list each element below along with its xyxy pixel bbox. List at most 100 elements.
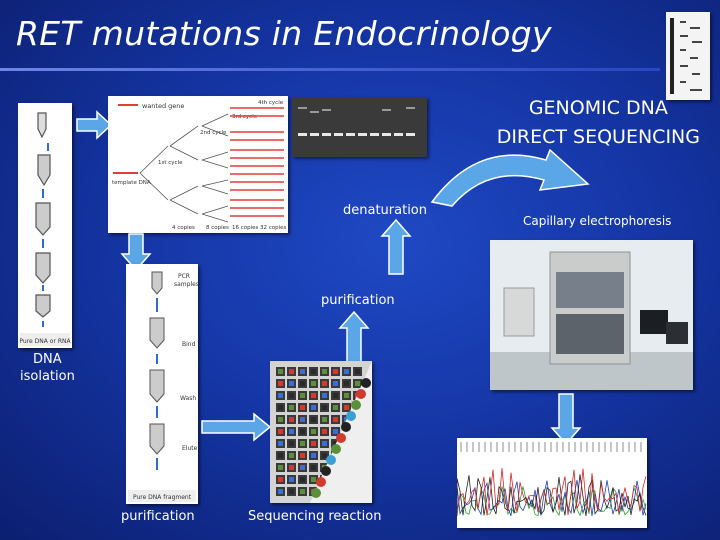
plate-well-base [322, 453, 327, 458]
plate-well-base [344, 405, 349, 410]
plate-well-base [300, 429, 305, 434]
plate-well-base [300, 489, 305, 494]
dna-isolation-caption: Pure DNA or RNA [19, 338, 71, 345]
plate-well-base [333, 393, 338, 398]
plate-well-base [289, 369, 294, 374]
plate-well-base [289, 477, 294, 482]
arrow-right-to-sequencing [200, 412, 272, 442]
plate-well-base [344, 369, 349, 374]
nucleotide-ball [356, 389, 366, 399]
plate-well-base [322, 417, 327, 422]
plate-well-base [289, 417, 294, 422]
plate-well-base [311, 477, 316, 482]
dna-isolation-figure: Pure DNA or RNA [18, 103, 72, 348]
plate-well-base [278, 453, 283, 458]
purification-label-mid: purification [321, 293, 395, 308]
electropherogram-traces-graphic [457, 438, 647, 528]
plate-well-base [278, 417, 283, 422]
nucleotide-ball [331, 444, 341, 454]
plate-well-base [311, 441, 316, 446]
gel-bands-graphic [292, 97, 427, 157]
cycle-2nd-label: 2nd cycle [200, 130, 227, 136]
genomic-dna-caption: GENOMIC DNA DIRECT SEQUENCING [497, 94, 700, 152]
plate-well-base [333, 417, 338, 422]
plate-well-base [311, 393, 316, 398]
wash-step-label: Wash [180, 395, 196, 402]
plate-well-base [289, 405, 294, 410]
copies-16-label: 16 copies [232, 225, 259, 231]
plate-well-base [300, 465, 305, 470]
plate-well-base [322, 429, 327, 434]
arrow-up-denaturation [380, 218, 412, 276]
plate-well-base [311, 429, 316, 434]
plate-well-base [344, 381, 349, 386]
bind-step-label: Bind [182, 341, 196, 348]
plate-well-base [300, 369, 305, 374]
title-underline [0, 68, 660, 71]
plate-well-base [333, 405, 338, 410]
electropherogram-image [457, 438, 647, 528]
nucleotide-ball [361, 378, 371, 388]
plate-well-base [300, 405, 305, 410]
sequencing-reaction-label: Sequencing reaction [248, 509, 381, 524]
nucleotide-ball [336, 433, 346, 443]
plate-well-base [333, 381, 338, 386]
sequencing-plate-graphic [270, 361, 372, 503]
plate-well-base [355, 369, 360, 374]
dna-isolation-label-line2: isolation [20, 369, 75, 384]
nucleotide-ball [316, 477, 326, 487]
sequencer-instrument-photo [490, 240, 693, 390]
pcr-amplification-figure: wanted gene 4th cycle 3rd cycle 2nd cycl… [108, 96, 288, 233]
plate-well-base [311, 369, 316, 374]
plate-well-base [278, 381, 283, 386]
copies-4-label: 4 copies [172, 225, 195, 231]
plate-well-base [278, 477, 283, 482]
plate-well-base [278, 441, 283, 446]
plate-well-base [300, 453, 305, 458]
plate-well-base [300, 417, 305, 422]
nucleotide-ball [326, 455, 336, 465]
curved-arrow-to-electrophoresis [428, 148, 608, 210]
plate-well-base [289, 489, 294, 494]
plate-well-base [333, 429, 338, 434]
plate-well-base [322, 381, 327, 386]
purification-label-bottom: purification [121, 509, 195, 524]
denaturation-label: denaturation [343, 203, 427, 218]
cycle-1st-label: 1st cycle [158, 160, 183, 166]
copies-8-label: 8 copies [206, 225, 229, 231]
arrow-up-purification [338, 310, 370, 368]
plate-well-base [344, 393, 349, 398]
plate-well-base [300, 381, 305, 386]
wanted-gene-label: wanted gene [142, 102, 184, 110]
sequence-chart-graphic [666, 12, 710, 100]
plate-well-base [300, 393, 305, 398]
sequence-chart-thumbnail [666, 12, 710, 100]
plate-well-base [278, 429, 283, 434]
plate-well-base [278, 465, 283, 470]
cycle-3rd-label: 3rd cycle [232, 114, 258, 120]
elute-step-label: Elute [182, 445, 198, 452]
plate-well-base [278, 405, 283, 410]
agarose-gel-image [292, 97, 427, 157]
template-dna-label: template DNA [112, 180, 151, 186]
capillary-electrophoresis-label: Capillary electrophoresis [523, 214, 671, 228]
sequencing-reaction-figure [270, 361, 372, 503]
plate-well-base [300, 441, 305, 446]
pcr-samples-label-line2: samples [174, 281, 198, 288]
plate-well-base [300, 477, 305, 482]
nucleotide-ball [341, 422, 351, 432]
pcr-samples-label-line1: PCR [178, 273, 190, 280]
plate-well-base [311, 405, 316, 410]
plate-well-base [278, 369, 283, 374]
genomic-dna-line1: GENOMIC DNA [497, 94, 700, 123]
slide-title: RET mutations in Endocrinology [16, 14, 552, 53]
plate-well-base [355, 381, 360, 386]
plate-well-base [311, 381, 316, 386]
nucleotide-ball [351, 400, 361, 410]
plate-well-base [322, 441, 327, 446]
plate-well-base [311, 417, 316, 422]
plate-well-base [333, 369, 338, 374]
copies-32-label: 32 copies [260, 225, 287, 231]
plate-well-base [289, 429, 294, 434]
purification-kit-figure: PCR samples Bind Wash Elute Pure DNA fra… [126, 264, 198, 504]
